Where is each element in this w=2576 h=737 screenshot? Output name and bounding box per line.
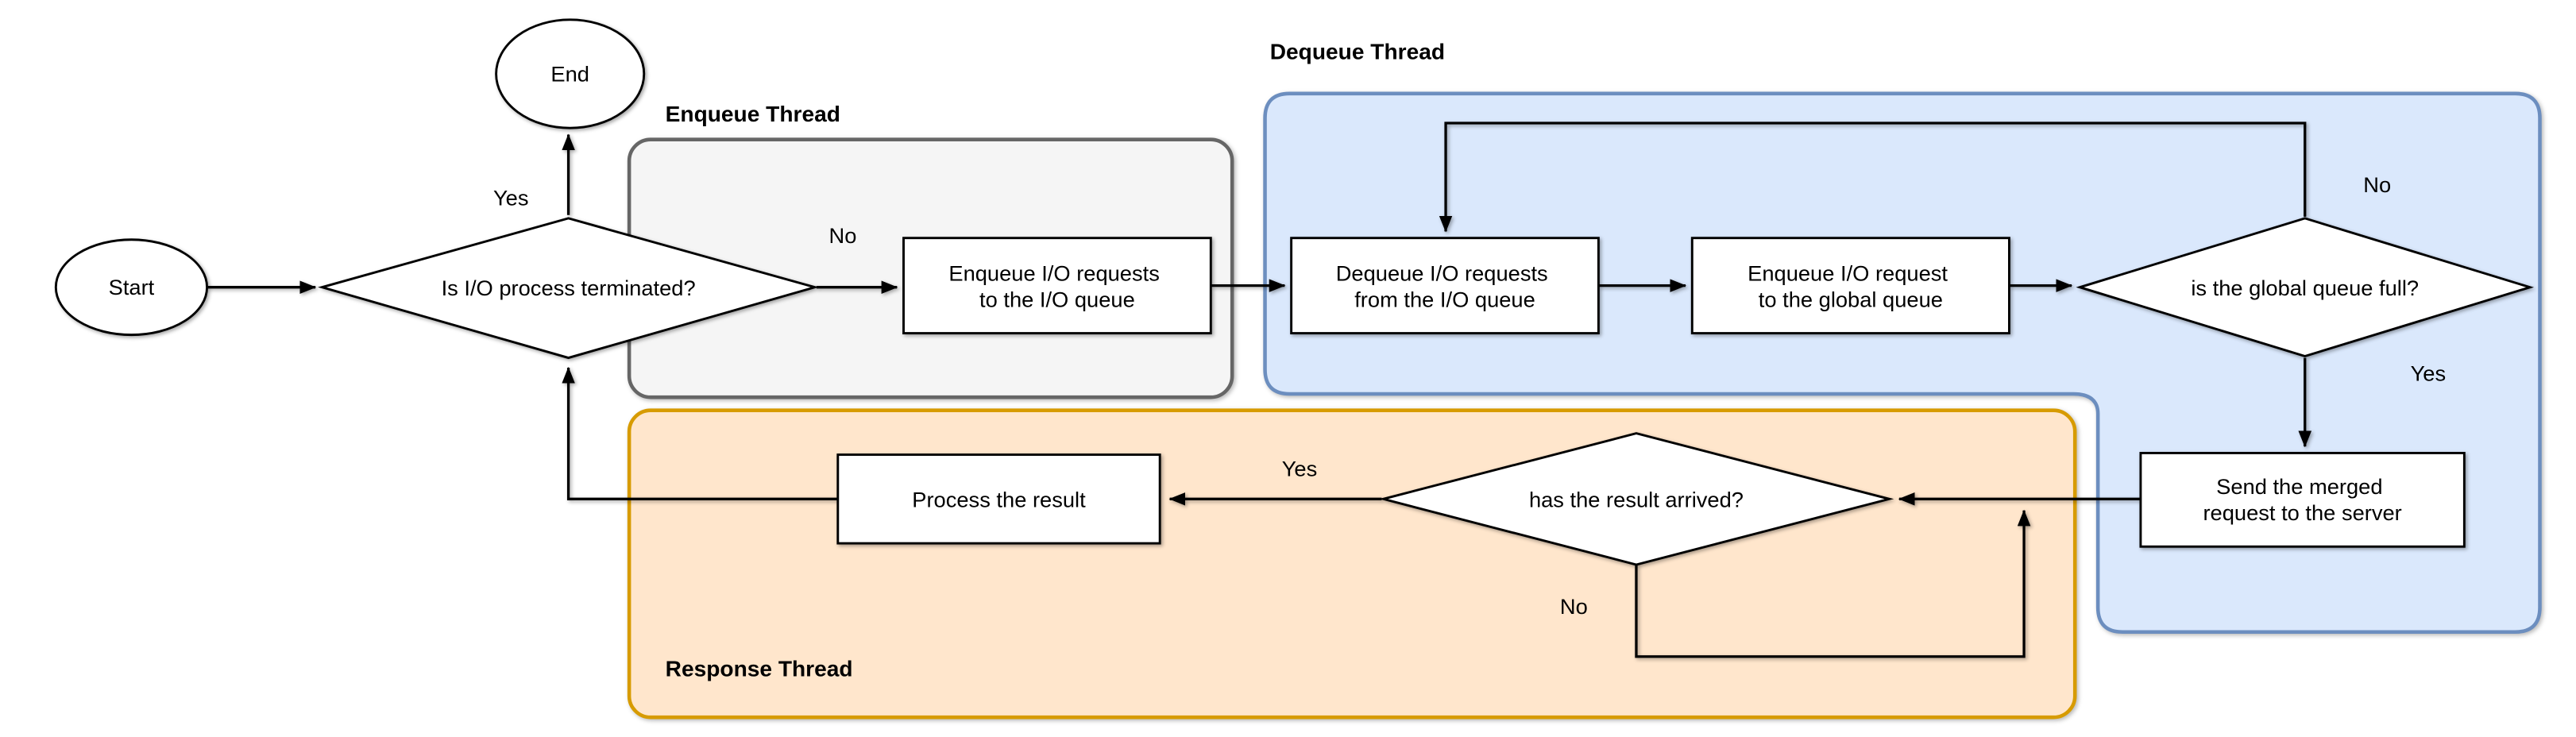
end-node: End bbox=[495, 18, 646, 129]
global-full-decision-node: is the global queue full? bbox=[2076, 217, 2535, 358]
end-ellipse bbox=[495, 18, 646, 129]
response-thread-label: Response Thread bbox=[666, 657, 853, 681]
enqueue-io-label: Enqueue I/O requests to the I/O queue bbox=[948, 260, 1165, 311]
result-arrived-decision-diamond bbox=[1378, 432, 1894, 566]
edge-fulldecision-no-loop bbox=[1439, 122, 2307, 233]
global-full-decision-label: is the global queue full? bbox=[2191, 276, 2419, 300]
result-arrived-decision-node: has the result arrived? bbox=[1378, 432, 1894, 566]
start-label: Start bbox=[109, 275, 155, 299]
enqueue-thread-label: Enqueue Thread bbox=[666, 102, 840, 126]
edge-labels: Yes No No Yes Yes No bbox=[493, 172, 2446, 619]
dequeue-io-rect bbox=[1290, 237, 1600, 335]
label-terminated-no: No bbox=[829, 223, 857, 248]
send-merged-rect bbox=[2139, 451, 2466, 548]
label-global-full-no: No bbox=[2363, 172, 2391, 197]
edge-result-no-loop bbox=[1635, 509, 2031, 658]
dequeue-io-node: Dequeue I/O requests from the I/O queue bbox=[1290, 237, 1600, 335]
send-merged-node: Send the merged request to the server bbox=[2139, 451, 2466, 548]
result-arrived-decision-label: has the result arrived? bbox=[1529, 488, 1744, 512]
edges bbox=[207, 122, 2312, 658]
process-result-rect bbox=[836, 453, 1161, 545]
send-merged-label: Send the merged request to the server bbox=[2203, 474, 2401, 525]
process-result-label: Process the result bbox=[912, 488, 1086, 512]
enqueue-global-label: Enqueue I/O request to the global queue bbox=[1748, 260, 1953, 311]
process-result-node: Process the result bbox=[836, 453, 1161, 545]
dequeue-io-label: Dequeue I/O requests from the I/O queue bbox=[1336, 260, 1554, 311]
terminated-decision-node: Is I/O process terminated? bbox=[318, 217, 820, 360]
enqueue-io-node: Enqueue I/O requests to the I/O queue bbox=[902, 237, 1212, 335]
label-result-yes: Yes bbox=[1282, 456, 1318, 480]
label-terminated-yes: Yes bbox=[493, 185, 529, 210]
start-node: Start bbox=[54, 238, 209, 337]
terminated-decision-diamond bbox=[318, 217, 820, 360]
label-global-full-yes: Yes bbox=[2411, 361, 2447, 386]
nodes: Start End Is I/O process terminated? Enq… bbox=[54, 18, 2535, 566]
dequeue-thread-label: Dequeue Thread bbox=[1270, 39, 1445, 64]
enqueue-global-node: Enqueue I/O request to the global queue bbox=[1690, 237, 2010, 335]
label-result-no: No bbox=[1560, 594, 1588, 619]
end-label: End bbox=[550, 61, 589, 86]
enqueue-global-rect bbox=[1690, 237, 2010, 335]
global-full-decision-diamond bbox=[2076, 217, 2535, 358]
enqueue-io-rect bbox=[902, 237, 1212, 335]
terminated-decision-label: Is I/O process terminated? bbox=[442, 276, 696, 300]
start-ellipse bbox=[54, 238, 209, 337]
edge-process-to-terminated bbox=[562, 366, 838, 500]
